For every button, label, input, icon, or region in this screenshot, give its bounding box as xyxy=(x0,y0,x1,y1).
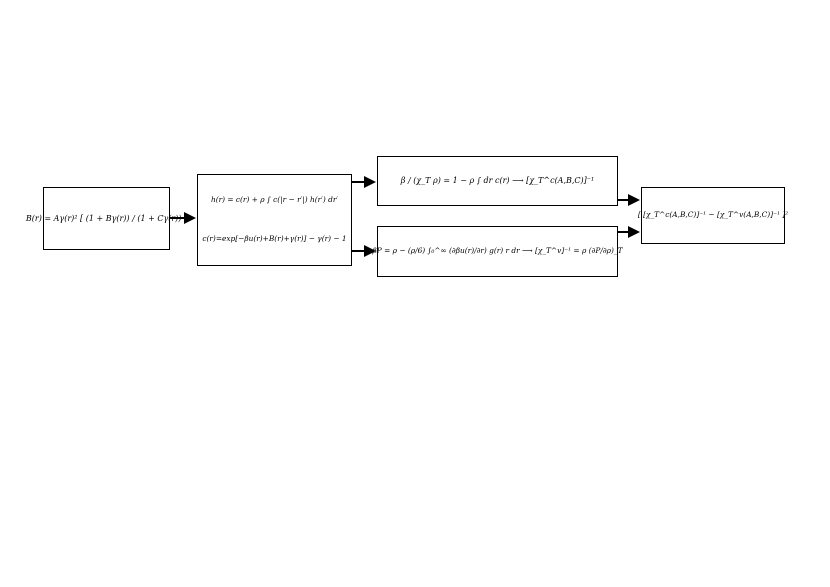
oz-closure-box: h(r) = c(r) + ρ ∫ c(|r − r′|) h(r′) dr′ … xyxy=(197,174,352,266)
virial-route-box: βP = ρ − (ρ/6) ∫₀^∞ (∂βu(r)/∂r) g(r) r d… xyxy=(373,226,623,277)
compressibility-route-box: β / (χ_T ρ) = 1 − ρ ∫ dr c(r) ⟶ [χ_T^c(A… xyxy=(377,156,618,206)
compressibility-equation: β / (χ_T ρ) = 1 − ρ ∫ dr c(r) ⟶ [χ_T^c(A… xyxy=(400,176,595,186)
bridge-function-box: B(r) = Aγ(r)² [ (1 + Bγ(r)) / (1 + Cγ(r)… xyxy=(26,187,187,250)
consistency-box: [ [χ_T^c(A,B,C)]⁻¹ − [χ_T^v(A,B,C)]⁻¹ ]² xyxy=(637,187,789,244)
ornstein-zernike-equation: h(r) = c(r) + ρ ∫ c(|r − r′|) h(r′) dr′ xyxy=(210,195,339,205)
virial-equation: βP = ρ − (ρ/6) ∫₀^∞ (∂βu(r)/∂r) g(r) r d… xyxy=(372,246,623,256)
closure-relation: c(r)=exp[−βu(r)+B(r)+γ(r)] − γ(r) − 1 xyxy=(202,234,347,244)
bridge-function-equation: B(r) = Aγ(r)² [ (1 + Bγ(r)) / (1 + Cγ(r)… xyxy=(25,213,188,223)
consistency-equation: [ [χ_T^c(A,B,C)]⁻¹ − [χ_T^v(A,B,C)]⁻¹ ]² xyxy=(637,210,789,220)
